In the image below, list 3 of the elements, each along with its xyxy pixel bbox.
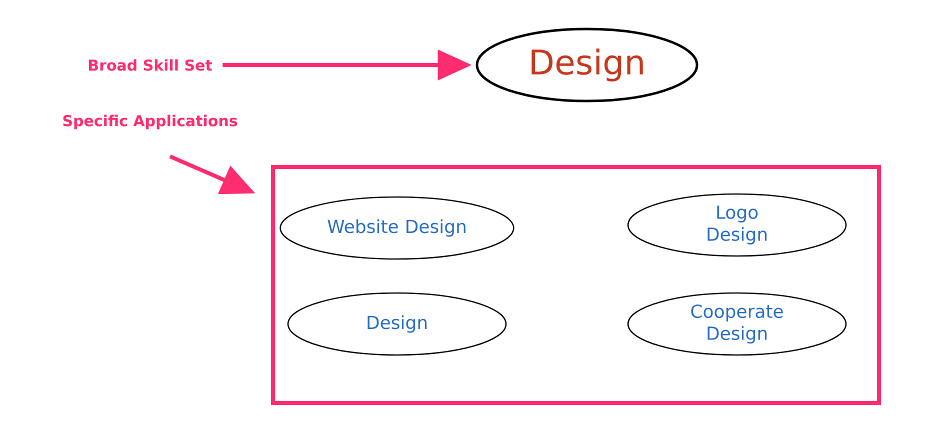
callout-text: Specific Applications bbox=[63, 114, 238, 130]
callout-text: Broad Skill Set bbox=[88, 59, 212, 71]
group-box bbox=[271, 165, 882, 405]
